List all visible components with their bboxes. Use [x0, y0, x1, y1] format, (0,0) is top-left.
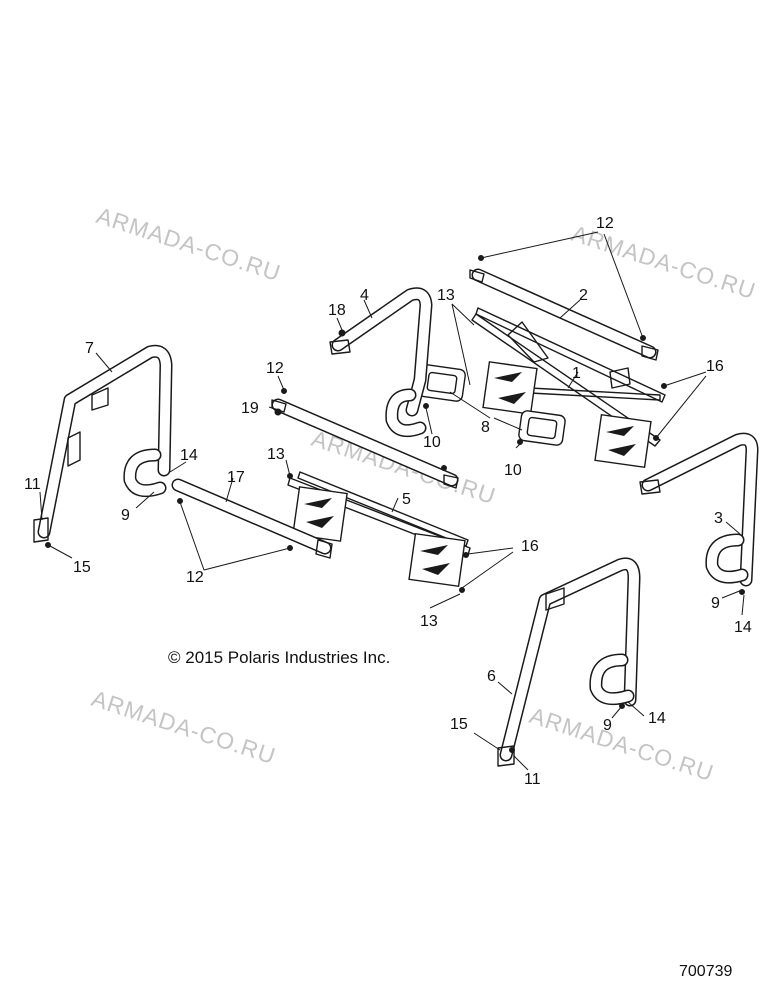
callout-4: 4 — [360, 287, 369, 304]
part-19-cross-tube — [271, 398, 459, 489]
callout-8: 8 — [481, 419, 490, 436]
part-6-roll-bar — [497, 557, 641, 767]
callout-19: 19 — [241, 400, 259, 417]
diagram-number: 700739 — [679, 963, 732, 980]
callout-15-left: 15 — [73, 559, 91, 576]
leader-lines — [39, 231, 745, 771]
part-2-cross-tube — [469, 268, 659, 361]
watermark-4: ARMADA-CO.RU — [88, 685, 279, 769]
callout-9-right: 9 — [711, 595, 720, 612]
callout-18: 18 — [328, 302, 346, 319]
callout-2: 2 — [579, 287, 588, 304]
callout-16-bottom: 16 — [521, 538, 539, 555]
part-8-mirrors — [418, 364, 566, 446]
callout-14-rear: 14 — [648, 710, 666, 727]
callout-12-middle: 12 — [266, 360, 284, 377]
part-3-roll-bar — [639, 432, 759, 587]
callout-10-lower: 10 — [504, 462, 522, 479]
callout-5: 5 — [402, 491, 411, 508]
part-17-lower-tube — [171, 478, 333, 559]
callout-13-top: 13 — [437, 287, 455, 304]
callout-13-bottom: 13 — [420, 613, 438, 630]
callout-17: 17 — [227, 469, 245, 486]
part-4-upright — [329, 287, 433, 438]
callout-3: 3 — [714, 510, 723, 527]
callout-12-top: 12 — [596, 215, 614, 232]
callout-16-top: 16 — [706, 358, 724, 375]
callout-12-left: 12 — [186, 569, 204, 586]
callout-14-right: 14 — [734, 619, 752, 636]
callout-6: 6 — [487, 668, 496, 685]
callout-13-middle: 13 — [267, 446, 285, 463]
callout-11-rear: 11 — [524, 771, 541, 788]
callout-1: 1 — [572, 365, 581, 382]
part-5-lower-brace — [287, 471, 471, 588]
callout-14-left: 14 — [180, 447, 198, 464]
copyright-notice: © 2015 Polaris Industries Inc. — [168, 648, 390, 667]
callout-9-rear: 9 — [603, 717, 612, 734]
callout-15-rear: 15 — [450, 716, 468, 733]
watermark-1: ARMADA-CO.RU — [93, 202, 284, 286]
watermark-5: ARMADA-CO.RU — [526, 702, 717, 786]
callout-11-left: 11 — [24, 476, 41, 493]
part-1-rear-brace — [471, 307, 666, 469]
part-7-roll-bar — [33, 344, 173, 543]
callout-9-left: 9 — [121, 507, 130, 524]
callout-10-upper: 10 — [423, 434, 441, 451]
callout-7: 7 — [85, 340, 94, 357]
callouts: 1 2 3 4 5 6 7 8 9 9 9 10 10 11 11 12 12 … — [24, 215, 752, 788]
